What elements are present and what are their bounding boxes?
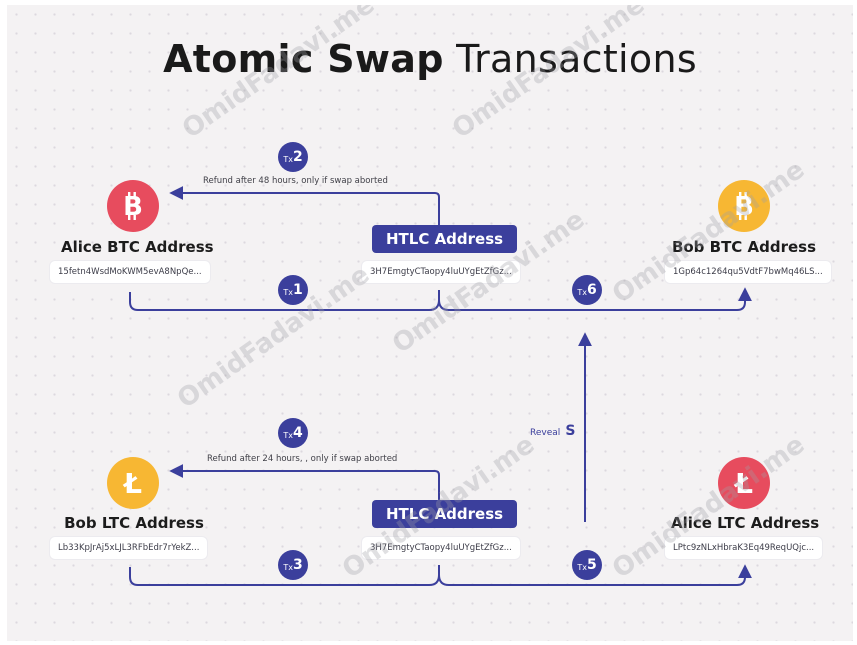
tx1-num: 1 bbox=[292, 282, 303, 298]
tx3-num: 3 bbox=[292, 557, 303, 573]
bob-ltc-address[interactable]: Lb33KpJrAj5xLJL3RFbEdr7rYekZ... bbox=[50, 537, 208, 559]
tx6-line bbox=[438, 287, 752, 311]
page-title: Atomic Swap Transactions bbox=[7, 37, 853, 81]
bitcoin-icon: B bbox=[718, 180, 770, 232]
tx5-num: 5 bbox=[586, 557, 597, 573]
refund-btc-line bbox=[169, 186, 440, 225]
reveal-prefix: Reveal bbox=[530, 428, 561, 438]
alice-btc-address[interactable]: 15fetn4WsdMoKWM5evA8NpQe... bbox=[50, 261, 210, 283]
tx3-prefix: Tx bbox=[283, 563, 293, 572]
refund-ltc-line bbox=[169, 464, 440, 500]
tx2-prefix: Tx bbox=[283, 155, 293, 164]
flow-lines bbox=[129, 186, 752, 586]
htlc-address-top: HTLC Address bbox=[372, 225, 518, 253]
htlc-top-address[interactable]: 3H7EmgtyCTaopy4luUYgEtZfGz... bbox=[362, 261, 520, 283]
tx2-num: 2 bbox=[292, 149, 303, 165]
refund-ltc-note: Refund after 24 hours, , only if swap ab… bbox=[207, 454, 398, 464]
svg-text:Ł: Ł bbox=[122, 468, 142, 498]
bob-btc-address[interactable]: 1Gp64c1264qu5VdtF7bwMq46LS... bbox=[665, 261, 831, 283]
alice-ltc-label: Alice LTC Address bbox=[671, 514, 820, 532]
refund-btc-note: Refund after 48 hours, only if swap abor… bbox=[203, 176, 388, 186]
alice-btc-label: Alice BTC Address bbox=[61, 238, 214, 256]
reveal-secret-label: Reveal S bbox=[530, 420, 575, 439]
tx1-prefix: Tx bbox=[283, 288, 293, 297]
diagram-canvas: Atomic Swap Transactions B Alice BTC Add… bbox=[7, 5, 853, 641]
htlc-address-bottom: HTLC Address bbox=[372, 500, 518, 528]
svg-text:B: B bbox=[734, 192, 754, 221]
bob-btc-label: Bob BTC Address bbox=[671, 238, 817, 256]
htlc-bottom-address[interactable]: 3H7EmgtyCTaopy4luUYgEtZfGz... bbox=[362, 537, 520, 559]
alice-ltc-address[interactable]: LPtc9zNLxHbraK3Eq49ReqUQjc... bbox=[665, 537, 823, 559]
litecoin-icon: Ł bbox=[718, 457, 770, 509]
tx6-num: 6 bbox=[586, 282, 597, 298]
title-bold: Atomic Swap bbox=[163, 37, 444, 81]
bob-ltc-label: Bob LTC Address bbox=[64, 514, 204, 532]
tx4-num: 4 bbox=[292, 425, 303, 441]
tx6-prefix: Tx bbox=[577, 288, 587, 297]
svg-text:B: B bbox=[123, 192, 143, 221]
title-light: Transactions bbox=[456, 37, 697, 81]
tx5-prefix: Tx bbox=[577, 563, 587, 572]
tx5-line bbox=[438, 564, 752, 586]
reveal-secret: S bbox=[565, 423, 576, 439]
bitcoin-icon: B bbox=[107, 180, 159, 232]
tx4-prefix: Tx bbox=[283, 431, 293, 440]
tx1-line bbox=[129, 290, 440, 311]
svg-text:Ł: Ł bbox=[733, 468, 753, 498]
litecoin-icon: Ł bbox=[107, 457, 159, 509]
tx3-line bbox=[129, 565, 440, 586]
